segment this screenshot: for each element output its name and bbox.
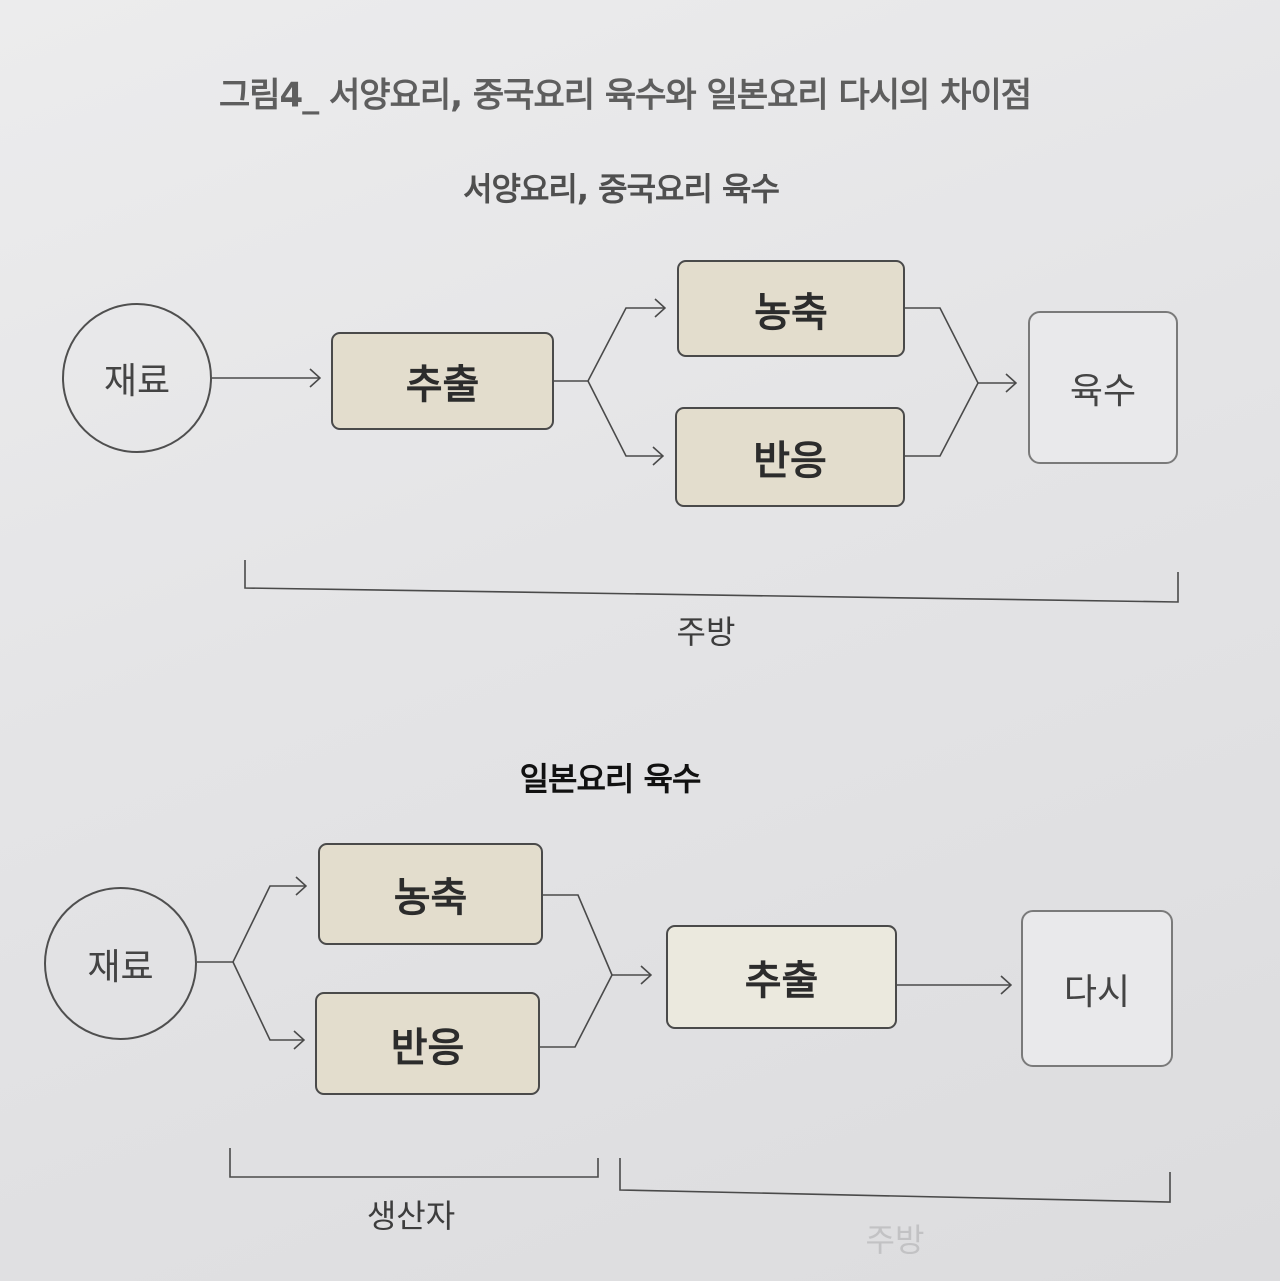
extract-node: 추출	[331, 332, 554, 430]
merge-line-top-2	[543, 894, 613, 976]
extract-label: 추출	[405, 362, 480, 408]
reaction-node-2: 반응	[315, 992, 540, 1095]
split-line-bottom	[587, 380, 663, 456]
bracket-kitchen-bottom	[619, 1158, 1171, 1203]
split-line-top	[554, 308, 665, 382]
reaction-node: 반응	[675, 407, 905, 507]
ingredient-node-2: 재료	[44, 887, 197, 1040]
split-line-top-2	[197, 886, 306, 963]
figure-title: 그림4_ 서양요리, 중국요리 육수와 일본요리 다시의 차이점	[218, 75, 1032, 116]
merge-line-bottom-2	[540, 974, 613, 1048]
kitchen-label-bottom: 주방	[865, 1221, 925, 1259]
producer-label: 생산자	[366, 1197, 456, 1235]
extract-node-2: 추출	[666, 925, 897, 1029]
bracket-producer	[229, 1148, 599, 1178]
reaction-label-2: 반응	[390, 1024, 465, 1071]
ingredient-label: 재료	[103, 361, 171, 402]
bottom-section-title: 일본요리 육수	[519, 760, 702, 798]
ingredient-label-2: 재료	[87, 946, 154, 988]
concentrate-label: 농축	[754, 289, 828, 336]
extract-label-2: 추출	[744, 958, 819, 1004]
dashi-output-label: 다시	[1063, 971, 1131, 1013]
merge-line-bottom	[905, 382, 979, 457]
ingredient-node: 재료	[62, 303, 212, 453]
concentrate-node-2: 농축	[318, 843, 543, 945]
stock-output-label: 육수	[1069, 370, 1137, 412]
merge-line-top	[905, 307, 979, 384]
dashi-output-node: 다시	[1021, 910, 1173, 1067]
split-line-bottom-2	[232, 961, 304, 1040]
concentrate-label-2: 농축	[393, 875, 468, 921]
bracket-kitchen-top	[244, 560, 1179, 603]
concentrate-node: 농축	[677, 260, 905, 357]
reaction-label: 반응	[753, 438, 827, 484]
stock-output-node: 육수	[1028, 311, 1178, 464]
top-section-title: 서양요리, 중국요리 육수	[463, 170, 780, 208]
kitchen-label-top: 주방	[676, 613, 736, 651]
